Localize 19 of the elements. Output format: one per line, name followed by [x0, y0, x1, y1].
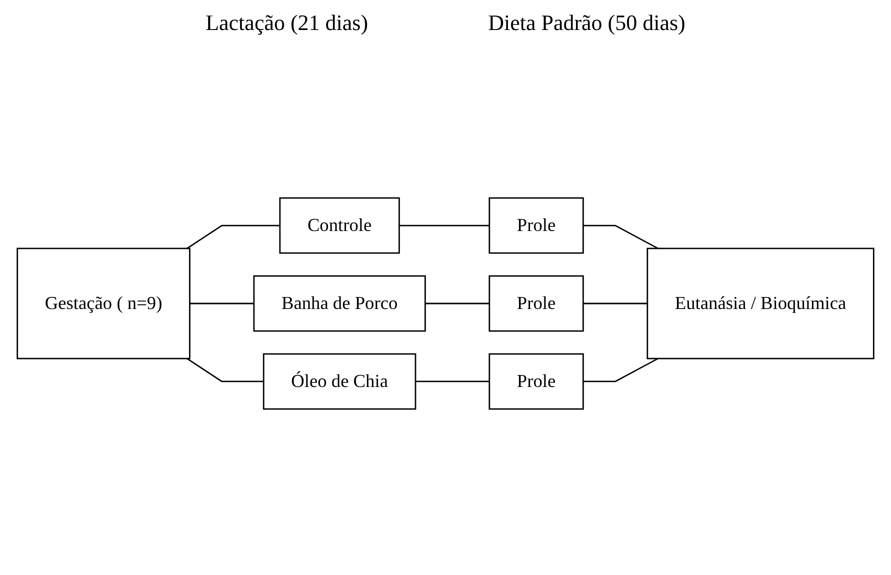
node-box: Óleo de Chia — [262, 353, 416, 410]
phase-label: Lactação (21 dias) — [206, 10, 368, 36]
node-box: Banha de Porco — [253, 275, 426, 332]
node-box: Prole — [488, 275, 584, 332]
node-box: Prole — [488, 197, 584, 254]
connector — [186, 358, 264, 382]
connector — [186, 224, 280, 250]
connector — [583, 358, 658, 382]
node-box: Gestação ( n=9) — [16, 248, 190, 360]
connector — [583, 224, 658, 250]
connector — [425, 302, 490, 304]
connector — [399, 224, 490, 226]
node-box: Prole — [488, 353, 584, 410]
connector — [190, 302, 254, 304]
connector — [583, 302, 648, 304]
node-box: Controle — [279, 197, 400, 254]
connector — [416, 380, 490, 382]
node-box: Eutanásia / Bioquímica — [646, 248, 874, 360]
phase-label: Dieta Padrão (50 dias) — [488, 10, 686, 36]
